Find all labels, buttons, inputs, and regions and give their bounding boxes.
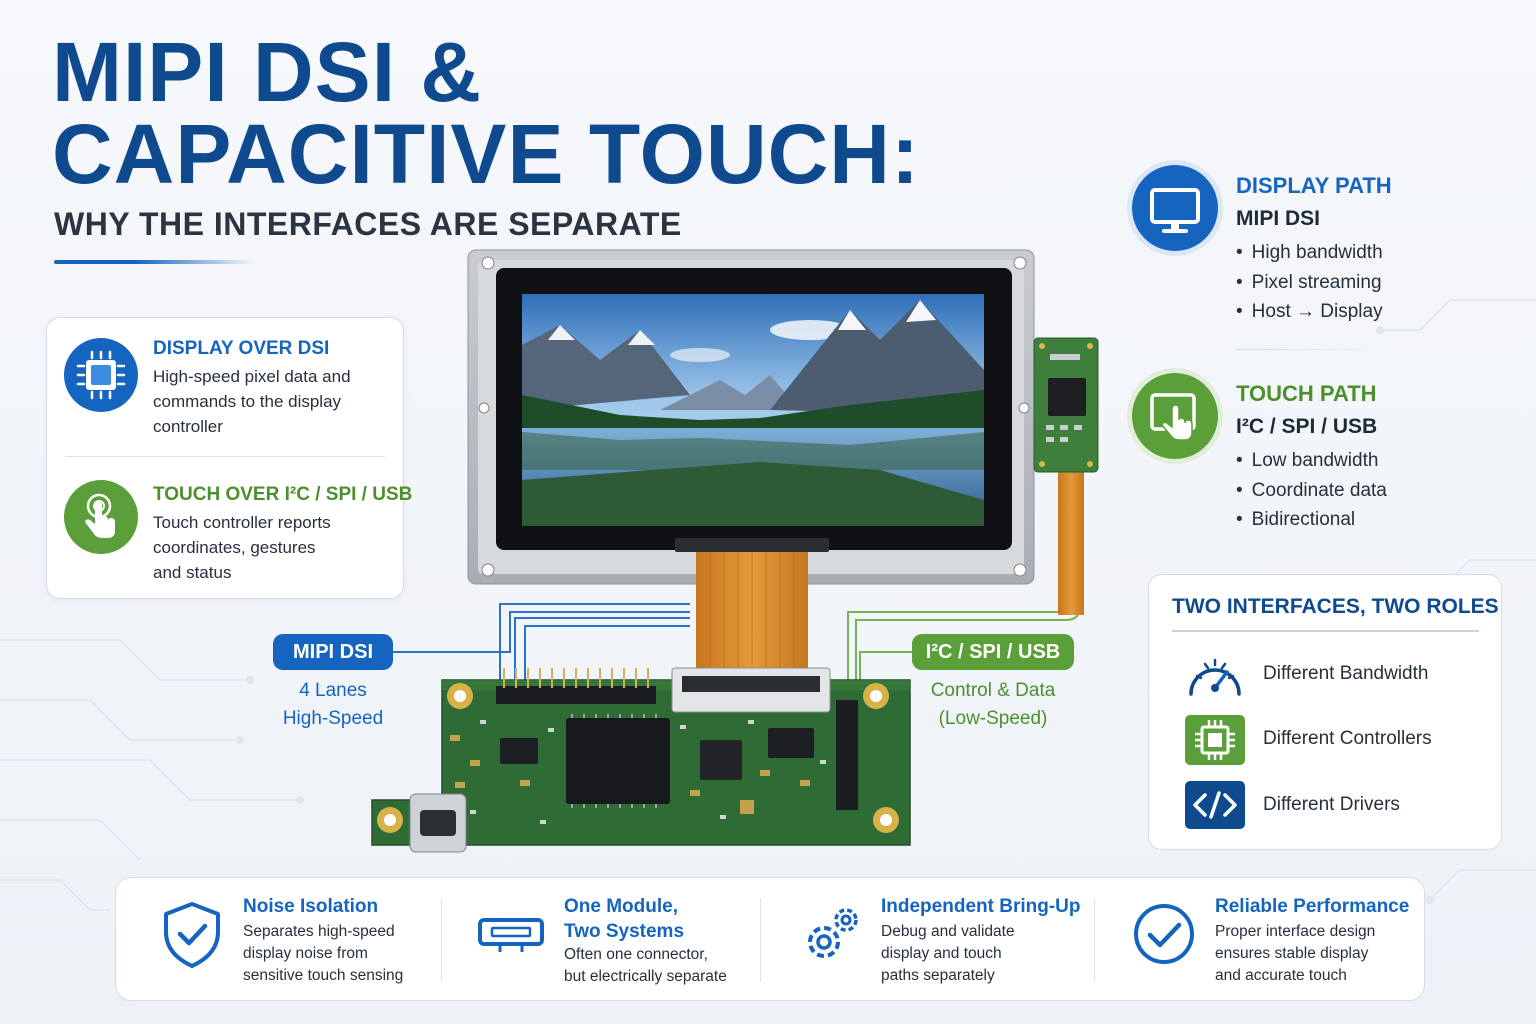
touch-path-bullets: Low bandwidth Coordinate data Bidirectio… <box>1236 450 1387 539</box>
title-line-2: CAPACITIVE TOUCH: <box>52 107 920 201</box>
touch-screen-icon <box>1132 373 1218 459</box>
list-item: Coordinate data <box>1236 480 1387 510</box>
shield-check-icon <box>164 902 220 968</box>
dsi-flex-cable <box>696 552 808 674</box>
role-item-drivers: Different Drivers <box>1185 781 1485 831</box>
check-circle-icon <box>1134 904 1194 964</box>
interface-summary-card: DISPLAY OVER DSI High-speed pixel data a… <box>46 317 412 599</box>
touch-over-bus-text: Touch controller reports coordinates, ge… <box>153 513 331 582</box>
gears-icon <box>808 908 858 958</box>
touch-over-bus-heading: TOUCH OVER I²C / SPI / USB <box>153 484 413 505</box>
processor-icon <box>1185 715 1245 765</box>
chip-icon <box>64 338 138 412</box>
role-item-controllers: Different Controllers <box>1185 715 1485 765</box>
dsi-link-label: MIPI DSI <box>273 634 393 670</box>
list-item: Low bandwidth <box>1236 450 1387 480</box>
touch-link-note: Control & Data (Low-Speed) <box>930 680 1056 729</box>
list-item: Host → Display <box>1236 301 1383 331</box>
title-underline <box>54 260 254 264</box>
benefit-reliable-performance: Reliable Performance Proper interface de… <box>1128 878 1418 1002</box>
touch-link-label: I²C / SPI / USB <box>912 634 1074 670</box>
roles-underline <box>1172 630 1479 632</box>
touch-hand-icon <box>64 480 138 554</box>
display-over-dsi-heading: DISPLAY OVER DSI <box>153 338 330 359</box>
benefit-one-module: One Module, Two Systems Often one connec… <box>474 878 764 1002</box>
display-path-heading: DISPLAY PATH <box>1236 173 1392 198</box>
roles-title: TWO INTERFACES, TWO ROLES <box>1172 595 1499 618</box>
card-divider <box>65 456 385 457</box>
benefit-divider <box>1094 898 1095 982</box>
benefits-strip: Noise Isolation Separates high-speed dis… <box>115 877 1425 1001</box>
touch-controller-board <box>1033 337 1099 615</box>
role-item-bandwidth: Different Bandwidth <box>1185 650 1485 700</box>
list-item: Pixel streaming <box>1236 272 1383 302</box>
roles-card: TWO INTERFACES, TWO ROLES Different Band… <box>1148 574 1502 850</box>
list-item: Bidirectional <box>1236 509 1387 539</box>
dsi-signal-traces <box>393 603 690 690</box>
display-path-interface: MIPI DSI <box>1236 207 1321 230</box>
connector-icon <box>478 918 544 952</box>
benefit-divider <box>760 898 761 982</box>
display-over-dsi-text: High-speed pixel data and commands to th… <box>153 367 351 436</box>
benefit-noise-isolation: Noise Isolation Separates high-speed dis… <box>156 878 446 1002</box>
host-board <box>371 667 911 853</box>
monitor-icon <box>1132 165 1218 251</box>
list-item: High bandwidth <box>1236 242 1383 272</box>
benefit-divider <box>441 898 442 982</box>
title-line-1: MIPI DSI & <box>52 25 483 119</box>
code-icon <box>1185 781 1245 829</box>
path-divider <box>1236 349 1382 350</box>
benefit-independent-bringup: Independent Bring-Up Debug and validate … <box>796 878 1086 1002</box>
gauge-icon <box>1189 658 1241 696</box>
screen-landscape-image <box>522 294 984 526</box>
dsi-link-note: 4 Lanes High-Speed <box>282 680 384 729</box>
touch-path-heading: TOUCH PATH <box>1236 381 1377 406</box>
touch-path-interface: I²C / SPI / USB <box>1236 415 1378 438</box>
display-path-bullets: High bandwidth Pixel streaming Host → Di… <box>1236 242 1383 331</box>
display-module <box>467 249 1035 585</box>
subtitle: WHY THE INTERFACES ARE SEPARATE <box>54 206 682 242</box>
